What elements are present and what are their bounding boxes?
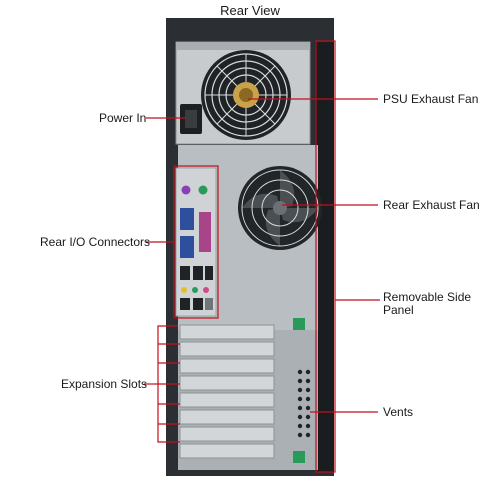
label-side-panel-1: Removable Side (383, 290, 472, 304)
label-psu-fan: PSU Exhaust Fan (383, 92, 479, 106)
expansion-slots (179, 324, 275, 459)
label-expansion-slots: Expansion Slots (61, 377, 148, 391)
vent-holes (297, 369, 311, 438)
power-socket-icon (180, 104, 202, 134)
label-rear-fan: Rear Exhaust Fan (383, 198, 480, 212)
rear-fan-icon (238, 166, 322, 250)
label-rear-io: Rear I/O Connectors (40, 235, 151, 249)
diagram-title: Rear View (220, 3, 280, 18)
label-vents: Vents (383, 405, 414, 419)
label-power-in: Power In (99, 111, 147, 125)
label-side-panel-2: Panel (383, 303, 414, 317)
callout-lines (144, 40, 380, 473)
psu-fan-icon (201, 50, 291, 140)
green-latch-icon (293, 318, 305, 463)
rear-io-panel (175, 167, 217, 317)
